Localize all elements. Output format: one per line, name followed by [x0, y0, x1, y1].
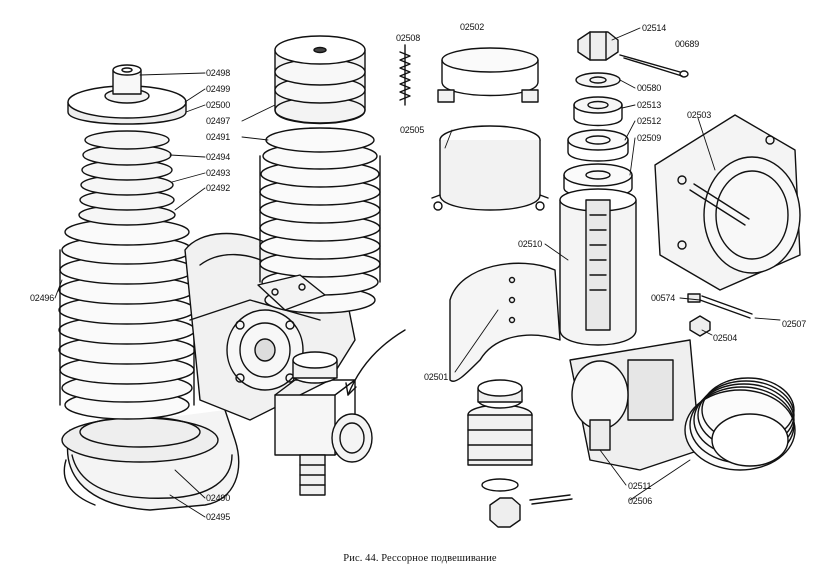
label-02505: 02505 [400, 125, 425, 135]
label-02491: 02491 [206, 132, 231, 142]
label-02502: 02502 [460, 22, 485, 32]
label-02513: 02513 [637, 100, 662, 110]
label-02512: 02512 [637, 116, 662, 126]
front-damper-unit [274, 351, 373, 496]
figure-caption: Рис. 44. Рессорное подвешивание [0, 553, 840, 564]
label-02499: 02499 [206, 84, 231, 94]
label-00689: 00689 [675, 39, 700, 49]
bolt-assembly-00574 [687, 293, 753, 319]
label-02495: 02495 [206, 512, 231, 522]
left-outer-coil-spring [58, 218, 196, 420]
label-00574: 00574 [651, 293, 676, 303]
assembly-arrow [347, 329, 406, 396]
label-02497: 02497 [206, 116, 231, 126]
label-02501: 02501 [424, 372, 449, 382]
label-02492: 02492 [206, 183, 231, 193]
right-column-cap [274, 35, 366, 125]
end-cover-02503 [654, 114, 801, 291]
label-02511: 02511 [628, 481, 652, 491]
label-02494: 02494 [206, 152, 231, 162]
label-02490: 02490 [206, 493, 231, 503]
cover-cup-02505 [431, 125, 549, 211]
label-02509: 02509 [637, 133, 662, 143]
upper-bracket [257, 274, 326, 311]
label-02507: 02507 [782, 319, 807, 329]
leader-lines [54, 27, 781, 518]
pad-02509 [563, 163, 633, 198]
label-02514: 02514 [642, 23, 667, 33]
caption-prefix: Рис. 44. [343, 553, 379, 564]
coil-spring-02506 [684, 377, 796, 471]
central-column-02510 [559, 188, 637, 346]
lower-housing-02511 [569, 339, 701, 471]
left-spring-cap [67, 64, 187, 125]
small-spring-02508 [399, 44, 411, 106]
label-02498: 02498 [206, 68, 231, 78]
clamp-band-02502 [437, 47, 539, 103]
label-02504: 02504 [713, 333, 738, 343]
nut-02514 [577, 31, 619, 61]
label-02506: 02506 [628, 496, 653, 506]
label-02500: 02500 [206, 100, 231, 110]
label-02503: 02503 [687, 110, 712, 120]
label-02508: 02508 [396, 33, 421, 43]
washer-00580 [575, 72, 621, 88]
split-pin-00689 [619, 54, 689, 78]
label-00580: 00580 [637, 83, 662, 93]
left-inner-coil-spring [78, 130, 176, 226]
curved-shroud-02501 [449, 262, 561, 382]
caption-text: Рессорное подвешивание [381, 553, 497, 564]
label-02493: 02493 [206, 168, 231, 178]
label-02510: 02510 [518, 239, 543, 249]
bushing-02513 [573, 96, 623, 127]
lower-damper-parts [467, 379, 573, 528]
left-base-bracket [61, 409, 240, 511]
label-02496: 02496 [30, 293, 55, 303]
pad-02512 [567, 129, 629, 162]
